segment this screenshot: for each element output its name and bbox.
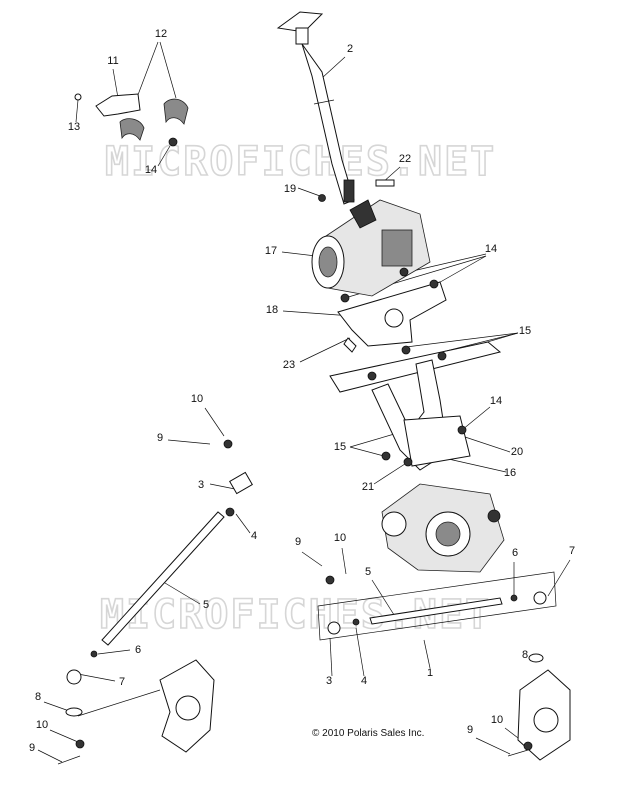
callout-c15a: 15 xyxy=(519,325,531,337)
callout-c22: 22 xyxy=(399,153,411,165)
callout-c15b: 15 xyxy=(334,441,346,453)
watermark-top: MICROFICHES.NET xyxy=(105,139,496,185)
callout-c14c: 14 xyxy=(490,395,502,407)
callout-c16: 16 xyxy=(504,467,516,479)
clamp-assembly xyxy=(74,93,189,147)
callout-c21: 21 xyxy=(362,481,374,493)
callout-c10b: 10 xyxy=(334,532,346,544)
callout-c5b: 5 xyxy=(365,566,371,578)
callout-c10a: 10 xyxy=(191,393,203,405)
mounting-bracket xyxy=(329,341,502,471)
copyright-text: © 2010 Polaris Sales Inc. xyxy=(312,728,424,739)
callout-c19: 19 xyxy=(284,183,296,195)
steering-knuckle-left xyxy=(57,659,215,765)
callout-c14a: 14 xyxy=(145,164,157,176)
callout-c14b: 14 xyxy=(485,243,497,255)
callout-c3a: 3 xyxy=(198,479,204,491)
callout-c13: 13 xyxy=(68,121,80,133)
column-fasteners xyxy=(318,179,395,202)
callout-c18: 18 xyxy=(266,304,278,316)
callout-c4b: 4 xyxy=(361,675,367,687)
callout-c1: 1 xyxy=(427,667,433,679)
callout-c9d: 9 xyxy=(467,724,473,736)
callout-c12: 12 xyxy=(155,28,167,40)
mounting-plate xyxy=(337,267,447,353)
callout-c20: 20 xyxy=(511,446,523,458)
steering-column xyxy=(276,11,355,205)
callout-c11: 11 xyxy=(107,55,118,67)
front-gearcase xyxy=(381,483,505,573)
callout-c17: 17 xyxy=(265,245,277,257)
leader-lines xyxy=(37,41,571,763)
tie-rod-left xyxy=(65,439,253,717)
callout-c3b: 3 xyxy=(326,675,332,687)
callout-c10c: 10 xyxy=(36,719,48,731)
callout-c8b: 8 xyxy=(522,649,528,661)
callout-c7b: 7 xyxy=(569,545,575,557)
callout-c9c: 9 xyxy=(29,742,35,754)
callout-c23: 23 xyxy=(283,359,295,371)
tie-rod-right-assembly xyxy=(317,571,557,641)
callout-c5a: 5 xyxy=(203,599,209,611)
power-steering-unit xyxy=(311,199,431,297)
callout-c4a: 4 xyxy=(251,530,257,542)
callout-c9a: 9 xyxy=(157,432,163,444)
callout-c2: 2 xyxy=(347,43,353,55)
callout-c10d: 10 xyxy=(491,714,503,726)
callout-c9b: 9 xyxy=(295,536,301,548)
callout-c7a: 7 xyxy=(119,676,125,688)
callout-c6a: 6 xyxy=(135,644,141,656)
steering-knuckle-right xyxy=(507,653,571,761)
callout-c8a: 8 xyxy=(35,691,41,703)
callout-c6b: 6 xyxy=(512,547,518,559)
